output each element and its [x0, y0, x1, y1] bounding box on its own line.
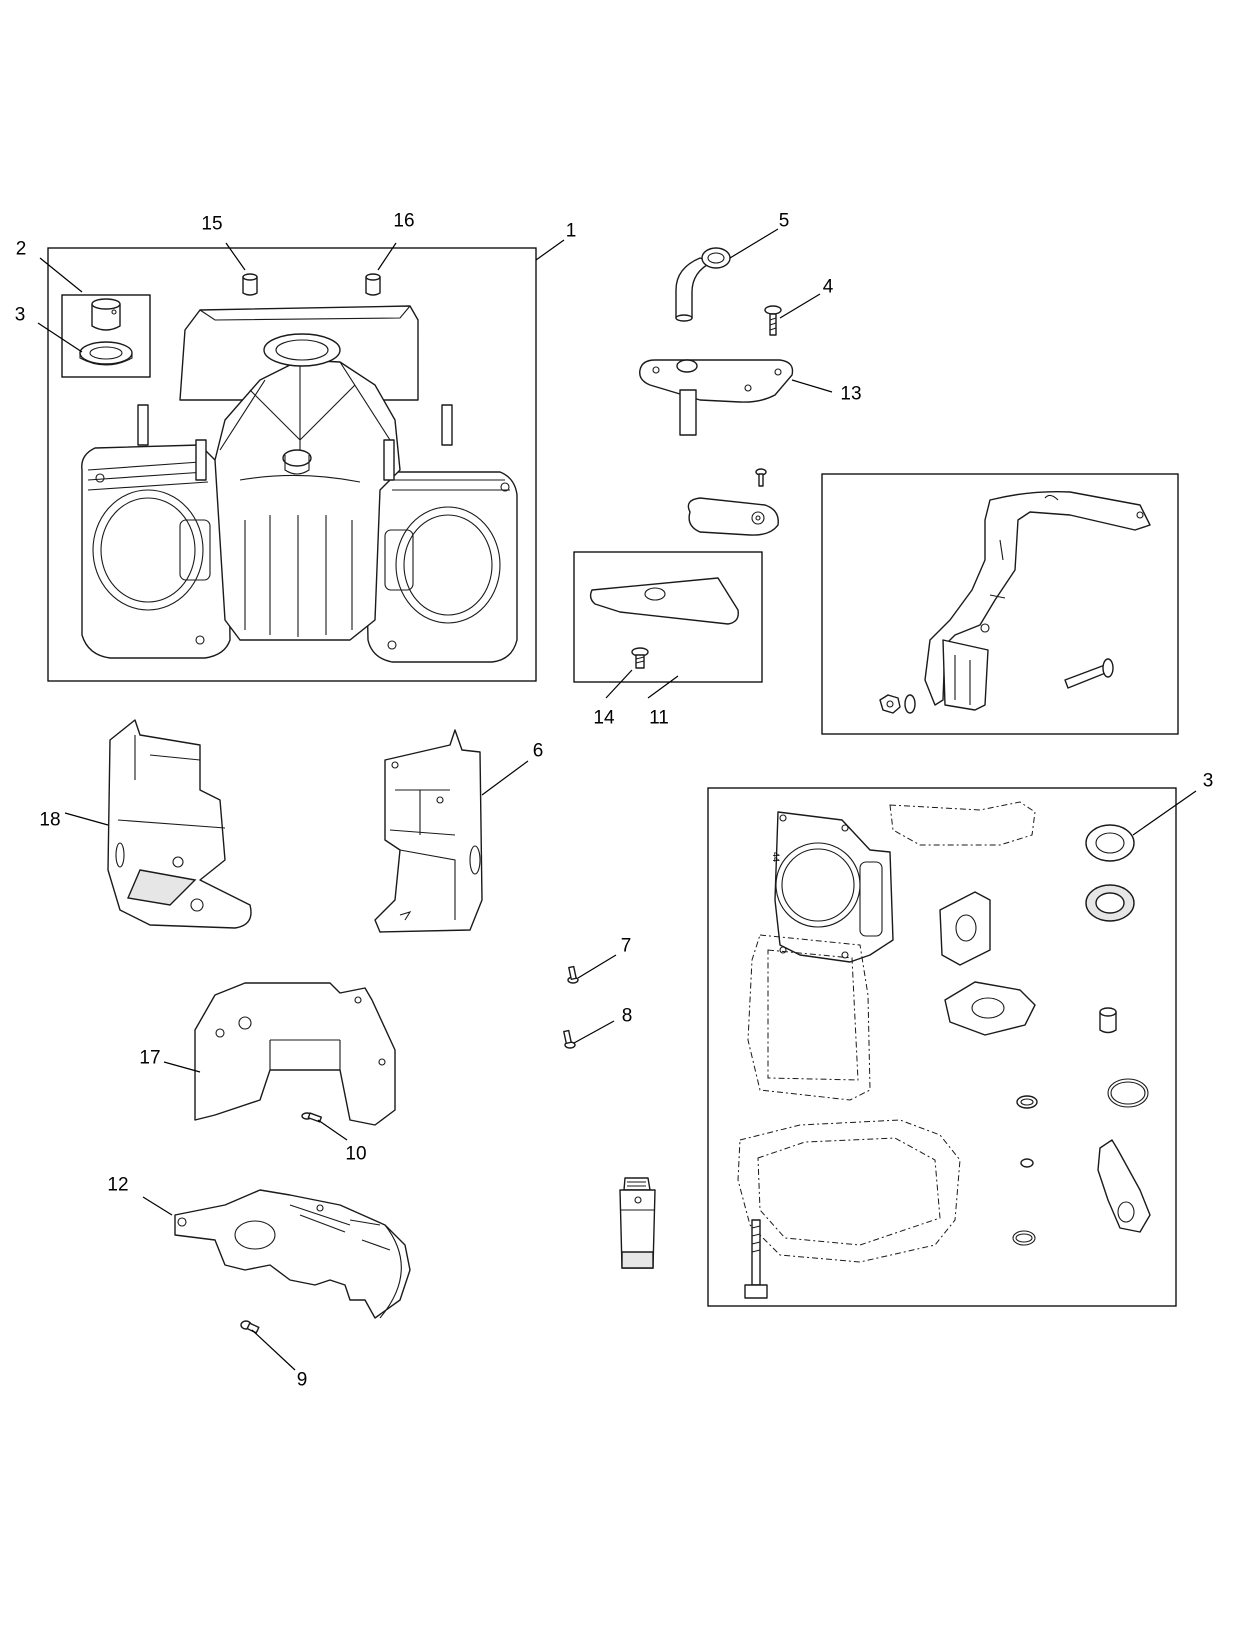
bearing-part: [91, 298, 121, 331]
screw-8-part: [563, 1029, 576, 1049]
air-guide-lower-part: [194, 982, 396, 1126]
breather-plate-part: [639, 359, 794, 436]
governor-bolt-part: [1064, 658, 1114, 689]
callout-17: 17: [139, 1047, 161, 1069]
crankcase-gasket-part: [747, 934, 871, 1101]
callout-9: 9: [296, 1369, 308, 1391]
air-guide-right-part: [374, 729, 483, 933]
callout-13: 13: [840, 383, 862, 405]
bearing-seal-subbox: [61, 294, 151, 378]
callout-3: 3: [14, 304, 26, 326]
screw-10-part: [301, 1112, 323, 1123]
oil-seal-2-part: [1085, 884, 1135, 922]
sealant-tube-part: [619, 1177, 656, 1269]
seal-part: [79, 341, 133, 366]
callout-1: 1: [565, 220, 577, 242]
breather-screw-part: [631, 647, 649, 669]
o-ring-part: [1016, 1095, 1038, 1109]
crankcase-part: [81, 305, 518, 663]
bracket-group-box: [821, 473, 1179, 735]
cylinder-head-gasket-part: 44: [771, 811, 894, 963]
governor-bracket-part: [924, 491, 1151, 711]
breather-gasket-part: [589, 577, 739, 625]
callout-11: 11: [649, 707, 669, 729]
callout-2: 2: [15, 238, 27, 260]
breather-group-box: [573, 551, 763, 683]
small-o-ring-part: [1020, 1158, 1034, 1168]
callout-5: 5: [778, 210, 790, 232]
breather-valve-part: [687, 497, 779, 536]
air-guide-left-part: [107, 719, 252, 929]
gasket-mark: 44: [771, 852, 781, 862]
leader-lines: [37, 228, 1197, 1371]
screw-part: [764, 305, 782, 336]
callout-18: 18: [39, 809, 61, 831]
washer-part: [1012, 1230, 1036, 1246]
dowel-pin-part: [365, 273, 381, 296]
callout-8: 8: [621, 1005, 633, 1027]
screw-7-part: [567, 965, 579, 984]
valve-stem-seal-part: [1099, 1007, 1117, 1034]
screw-9-part: [240, 1320, 260, 1334]
callout-4: 4: [822, 276, 834, 298]
valve-cover-gasket-part: [889, 801, 1036, 846]
dowel-pin-part: [242, 273, 258, 296]
callout-16: 16: [393, 210, 415, 232]
callout-6: 6: [532, 740, 544, 762]
blower-housing-part: [174, 1189, 411, 1319]
head-bolt-part: [744, 1219, 768, 1299]
callout-12: 12: [107, 1174, 129, 1196]
governor-nut-part: [879, 694, 916, 714]
callout-3b: 3: [1202, 770, 1214, 792]
o-ring-large-part: [1107, 1078, 1149, 1108]
sump-gasket-part: [737, 1119, 961, 1263]
callout-10: 10: [345, 1143, 367, 1165]
carb-gasket-part: [1097, 1139, 1151, 1233]
gasket-kit-box: [707, 787, 1177, 1307]
crankcase-group-box: [47, 247, 537, 682]
callout-7: 7: [620, 935, 632, 957]
small-screw-part: [755, 468, 767, 487]
callout-15: 15: [201, 213, 223, 235]
exhaust-gasket-part: [944, 981, 1036, 1036]
intake-gasket-part: [939, 891, 991, 966]
callout-14: 14: [593, 707, 615, 729]
oil-seal-part: [1085, 824, 1135, 862]
breather-tube-part: [675, 247, 731, 322]
